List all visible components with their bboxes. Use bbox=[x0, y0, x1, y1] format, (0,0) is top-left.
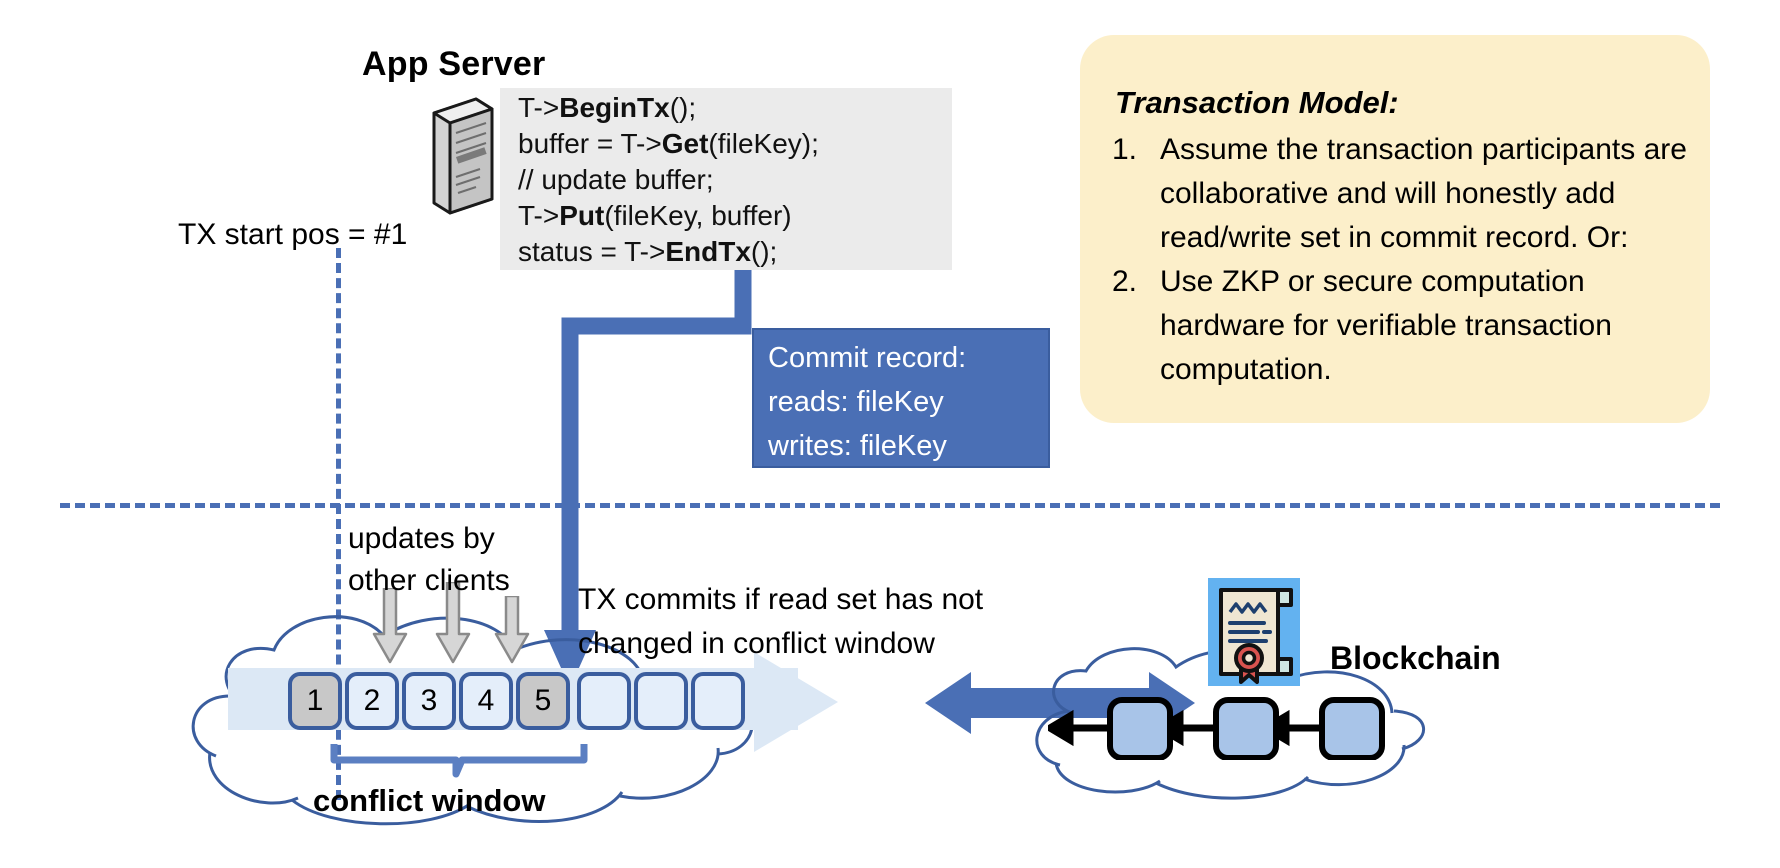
note-item-2-number: 2. bbox=[1112, 265, 1138, 298]
updates-label-line-1: updates by bbox=[348, 522, 495, 555]
note-item-1-text: Assume the transaction participants are … bbox=[1160, 133, 1687, 254]
ledger-cell-3[interactable]: 3 bbox=[402, 672, 456, 730]
code-line-4: T->Put(fileKey, buffer) bbox=[518, 200, 792, 231]
server-tower-icon bbox=[432, 97, 494, 215]
code-snippet-lines: T->BeginTx(); buffer = T->Get(fileKey); … bbox=[518, 90, 958, 270]
transaction-model-note bbox=[1080, 35, 1710, 423]
conflict-window-brace bbox=[330, 744, 588, 778]
code-line-2: buffer = T->Get(fileKey); bbox=[518, 128, 819, 159]
ledger-cell-4[interactable]: 4 bbox=[459, 672, 513, 730]
commit-record-reads: reads: fileKey bbox=[768, 386, 944, 418]
note-item-1-number: 1. bbox=[1112, 133, 1138, 166]
code-line-5: status = T->EndTx(); bbox=[518, 236, 778, 267]
ledger-cell-5-label: 5 bbox=[534, 684, 552, 717]
tx-commits-condition-label: TX commits if read set has not changed i… bbox=[578, 578, 983, 666]
ledger-cell-2-label: 2 bbox=[363, 684, 381, 717]
ledger-cell-3-label: 3 bbox=[420, 684, 438, 717]
commit-record-text: Commit record: reads: fileKey writes: fi… bbox=[768, 336, 1058, 468]
updates-by-other-clients-label: updates by other clients bbox=[348, 518, 510, 602]
ledger-cell-4-label: 4 bbox=[477, 684, 495, 717]
ledger-cell-5[interactable]: 5 bbox=[516, 672, 570, 730]
ledger-cell-7[interactable] bbox=[634, 672, 688, 730]
code-line-3: // update buffer; bbox=[518, 164, 714, 195]
ledger-cell-8[interactable] bbox=[691, 672, 745, 730]
commit-record-box bbox=[752, 328, 1050, 468]
note-item-1: 1. Assume the transaction participants a… bbox=[1112, 128, 1702, 260]
certificate-seal-icon bbox=[1208, 578, 1300, 686]
other-client-update-arrow-2 bbox=[435, 582, 471, 664]
transaction-model-title: Transaction Model: bbox=[1115, 85, 1399, 120]
ledger-cell-1-label: 1 bbox=[306, 684, 324, 717]
transaction-model-list: 1. Assume the transaction participants a… bbox=[1112, 128, 1702, 392]
commit-flow-arrow bbox=[544, 270, 752, 688]
commit-record-writes: writes: fileKey bbox=[768, 430, 947, 462]
ledger-cell-1[interactable]: 1 bbox=[288, 672, 342, 730]
note-item-2: 2. Use ZKP or secure computation hardwar… bbox=[1112, 260, 1702, 392]
conflict-window-label: conflict window bbox=[313, 783, 546, 818]
tx-commits-line-2: changed in conflict window bbox=[578, 627, 935, 660]
ledger-cell-2[interactable]: 2 bbox=[345, 672, 399, 730]
layer-divider-dashed bbox=[60, 503, 1720, 508]
note-item-2-text: Use ZKP or secure computation hardware f… bbox=[1160, 265, 1612, 386]
other-client-update-arrow-1 bbox=[372, 588, 408, 664]
tx-start-vertical-dashed bbox=[336, 248, 341, 800]
other-client-update-arrow-3 bbox=[494, 596, 530, 664]
tx-commits-line-1: TX commits if read set has not bbox=[578, 583, 984, 616]
blockchain-label: Blockchain bbox=[1330, 640, 1501, 676]
app-server-title: App Server bbox=[362, 45, 546, 83]
blockchain-block-chain bbox=[1048, 697, 1385, 760]
commit-record-heading: Commit record: bbox=[768, 342, 967, 374]
updates-label-line-2: other clients bbox=[348, 564, 510, 597]
ledger-blockchain-sync-arrow bbox=[925, 672, 1195, 734]
code-line-1: T->BeginTx(); bbox=[518, 92, 697, 123]
blockchain-cloud-outline bbox=[1035, 647, 1425, 800]
tx-start-position-label: TX start pos = #1 bbox=[178, 218, 408, 251]
ledger-continues-chevron-icon bbox=[754, 652, 838, 752]
ledger-cell-6[interactable] bbox=[577, 672, 631, 730]
code-snippet-panel bbox=[500, 88, 952, 270]
